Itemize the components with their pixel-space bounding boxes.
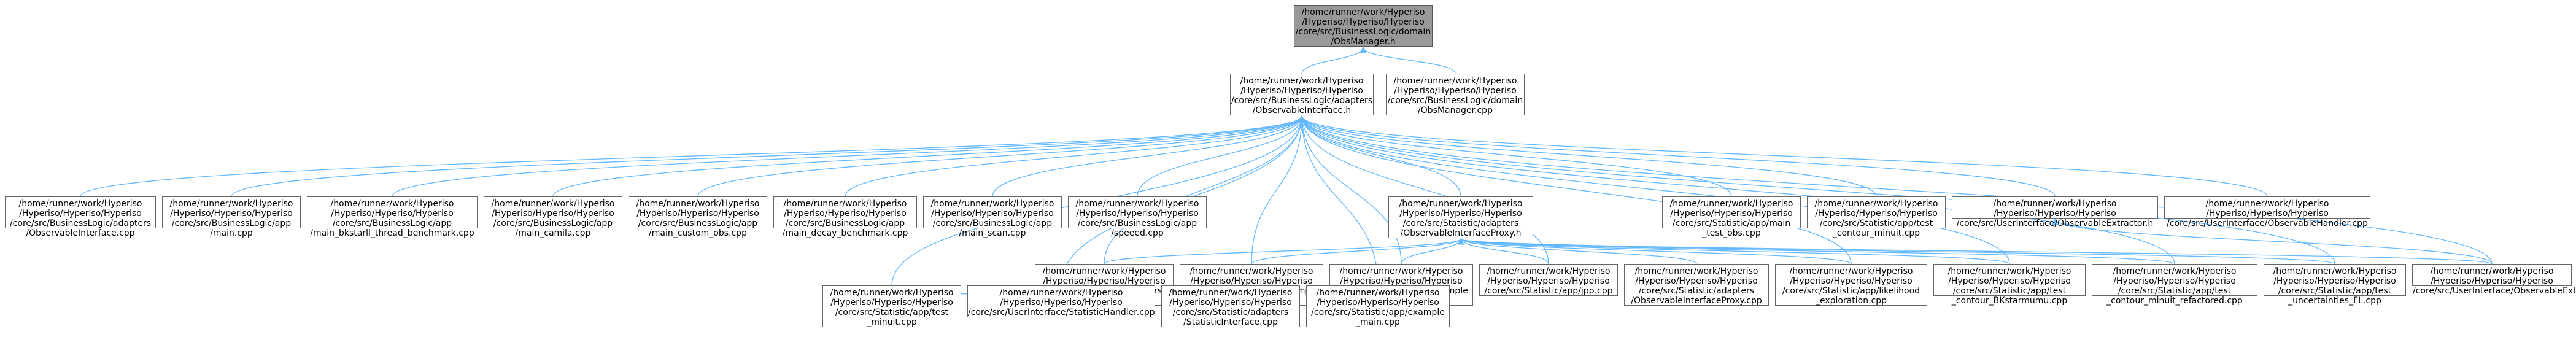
edge-extractorh-to-obsif bbox=[1298, 115, 2056, 197]
edge-c10-to-obsif bbox=[1298, 115, 2493, 265]
edge-c4-to-obsif bbox=[1298, 115, 1549, 265]
node-test-uncertainties-fl-cpp[interactable]: /home/runner/work/Hyperiso /Hyperiso/Hyp… bbox=[2264, 264, 2406, 306]
node-observableextractor-cpp[interactable]: /home/runner/work/Hyperiso /Hyperiso/Hyp… bbox=[2412, 264, 2576, 296]
edge-c3-to-obsif bbox=[1298, 115, 1402, 265]
edge-c4-to-proxy bbox=[1457, 238, 1549, 265]
node-main-bkstarll-thread-benchmark-cpp[interactable]: /home/runner/work/Hyperiso /Hyperiso/Hyp… bbox=[307, 196, 478, 238]
node-observableinterface-h[interactable]: /home/runner/work/Hyperiso /Hyperiso/Hyp… bbox=[1230, 74, 1374, 115]
node-obsmanager-h[interactable]: /home/runner/work/Hyperiso /Hyperiso/Hyp… bbox=[1294, 5, 1433, 47]
edge-c10-to-proxy bbox=[1458, 238, 2493, 265]
edge-c9-to-proxy bbox=[1458, 238, 2335, 265]
node-businesslogic-main-cpp[interactable]: /home/runner/work/Hyperiso /Hyperiso/Hyp… bbox=[162, 196, 301, 238]
edge-a10-to-obsif bbox=[1298, 115, 1732, 197]
node-main-scan-cpp[interactable]: /home/runner/work/Hyperiso /Hyperiso/Hyp… bbox=[923, 196, 1062, 238]
node-test-contour-bkstarmumu-cpp[interactable]: /home/runner/work/Hyperiso /Hyperiso/Hyp… bbox=[1933, 264, 2086, 306]
edge-c2-to-obsif bbox=[1251, 115, 1305, 265]
edge-obsif-to-root bbox=[1301, 46, 1367, 74]
edge-a3-to-obsif bbox=[392, 115, 1305, 197]
edge-c6-to-proxy bbox=[1458, 238, 1852, 265]
edge-a5-to-obsif bbox=[697, 115, 1305, 197]
node-observableinterfaceproxy-h[interactable]: /home/runner/work/Hyperiso /Hyperiso/Hyp… bbox=[1388, 196, 1533, 238]
node-statistichandler-cpp[interactable]: /home/runner/work/Hyperiso /Hyperiso/Hyp… bbox=[967, 285, 1155, 317]
node-test-minuit-cpp[interactable]: /home/runner/work/Hyperiso /Hyperiso/Hyp… bbox=[822, 285, 961, 327]
edge-c9-to-obsif bbox=[1298, 115, 2335, 265]
node-speeed-cpp[interactable]: /home/runner/work/Hyperiso /Hyperiso/Hyp… bbox=[1068, 196, 1207, 238]
node-observablehandler-cpp[interactable]: /home/runner/work/Hyperiso /Hyperiso/Hyp… bbox=[2164, 196, 2370, 228]
node-observableinterface-cpp[interactable]: /home/runner/work/Hyperiso /Hyperiso/Hyp… bbox=[5, 196, 156, 238]
node-jpp-cpp[interactable]: /home/runner/work/Hyperiso /Hyperiso/Hyp… bbox=[1479, 264, 1618, 296]
edge-c8-to-proxy bbox=[1458, 238, 2175, 265]
edge-c5-to-proxy bbox=[1457, 238, 1697, 265]
edge-a8-to-obsif bbox=[1137, 115, 1305, 197]
edge-c10-to-extractorh bbox=[2051, 218, 2493, 265]
node-test-contour-minuit-cpp[interactable]: /home/runner/work/Hyperiso /Hyperiso/Hyp… bbox=[1807, 196, 1946, 238]
edge-statif-to-proxy bbox=[1104, 238, 1464, 265]
node-statisticinterface-cpp[interactable]: /home/runner/work/Hyperiso /Hyperiso/Hyp… bbox=[1161, 285, 1300, 327]
edge-a2-to-obsif bbox=[231, 115, 1305, 197]
edge-a11-to-obsif bbox=[1298, 115, 1877, 197]
edge-a1-to-obsif bbox=[80, 115, 1305, 197]
edge-a6-to-obsif bbox=[845, 115, 1305, 197]
edge-c7-to-proxy bbox=[1458, 238, 2010, 265]
node-main-camila-cpp[interactable]: /home/runner/work/Hyperiso /Hyperiso/Hyp… bbox=[484, 196, 622, 238]
edge-a4-to-obsif bbox=[552, 115, 1305, 197]
node-observableextractor-h[interactable]: /home/runner/work/Hyperiso /Hyperiso/Hyp… bbox=[1952, 196, 2158, 228]
edge-obsmgrcpp-to-root bbox=[1360, 46, 1456, 74]
node-obsmanager-cpp[interactable]: /home/runner/work/Hyperiso /Hyperiso/Hyp… bbox=[1386, 74, 1525, 115]
node-observableinterfaceproxy-cpp[interactable]: /home/runner/work/Hyperiso /Hyperiso/Hyp… bbox=[1624, 264, 1769, 306]
edge-d4-to-obsif bbox=[1298, 115, 1379, 286]
edge-c6-to-obsif bbox=[1298, 115, 1852, 265]
edge-c7-to-obsif bbox=[1298, 115, 2010, 265]
node-likelihood-exploration-cpp[interactable]: /home/runner/work/Hyperiso /Hyperiso/Hyp… bbox=[1775, 264, 1927, 306]
node-example-main-cpp[interactable]: /home/runner/work/Hyperiso /Hyperiso/Hyp… bbox=[1306, 285, 1450, 327]
node-main-decay-benchmark-cpp[interactable]: /home/runner/work/Hyperiso /Hyperiso/Hyp… bbox=[773, 196, 917, 238]
node-main-test-obs-cpp[interactable]: /home/runner/work/Hyperiso /Hyperiso/Hyp… bbox=[1662, 196, 1801, 238]
node-main-custom-obs-cpp[interactable]: /home/runner/work/Hyperiso /Hyperiso/Hyp… bbox=[629, 196, 767, 238]
edge-c8-to-obsif bbox=[1298, 115, 2175, 265]
edge-handler-to-obsif bbox=[1299, 115, 2268, 197]
node-test-contour-minuit-refactored-cpp[interactable]: /home/runner/work/Hyperiso /Hyperiso/Hyp… bbox=[2092, 264, 2257, 306]
edge-statif-to-obsif bbox=[1104, 115, 1305, 265]
edge-a7-to-obsif bbox=[992, 115, 1305, 197]
edge-c2-to-proxy bbox=[1251, 238, 1464, 265]
